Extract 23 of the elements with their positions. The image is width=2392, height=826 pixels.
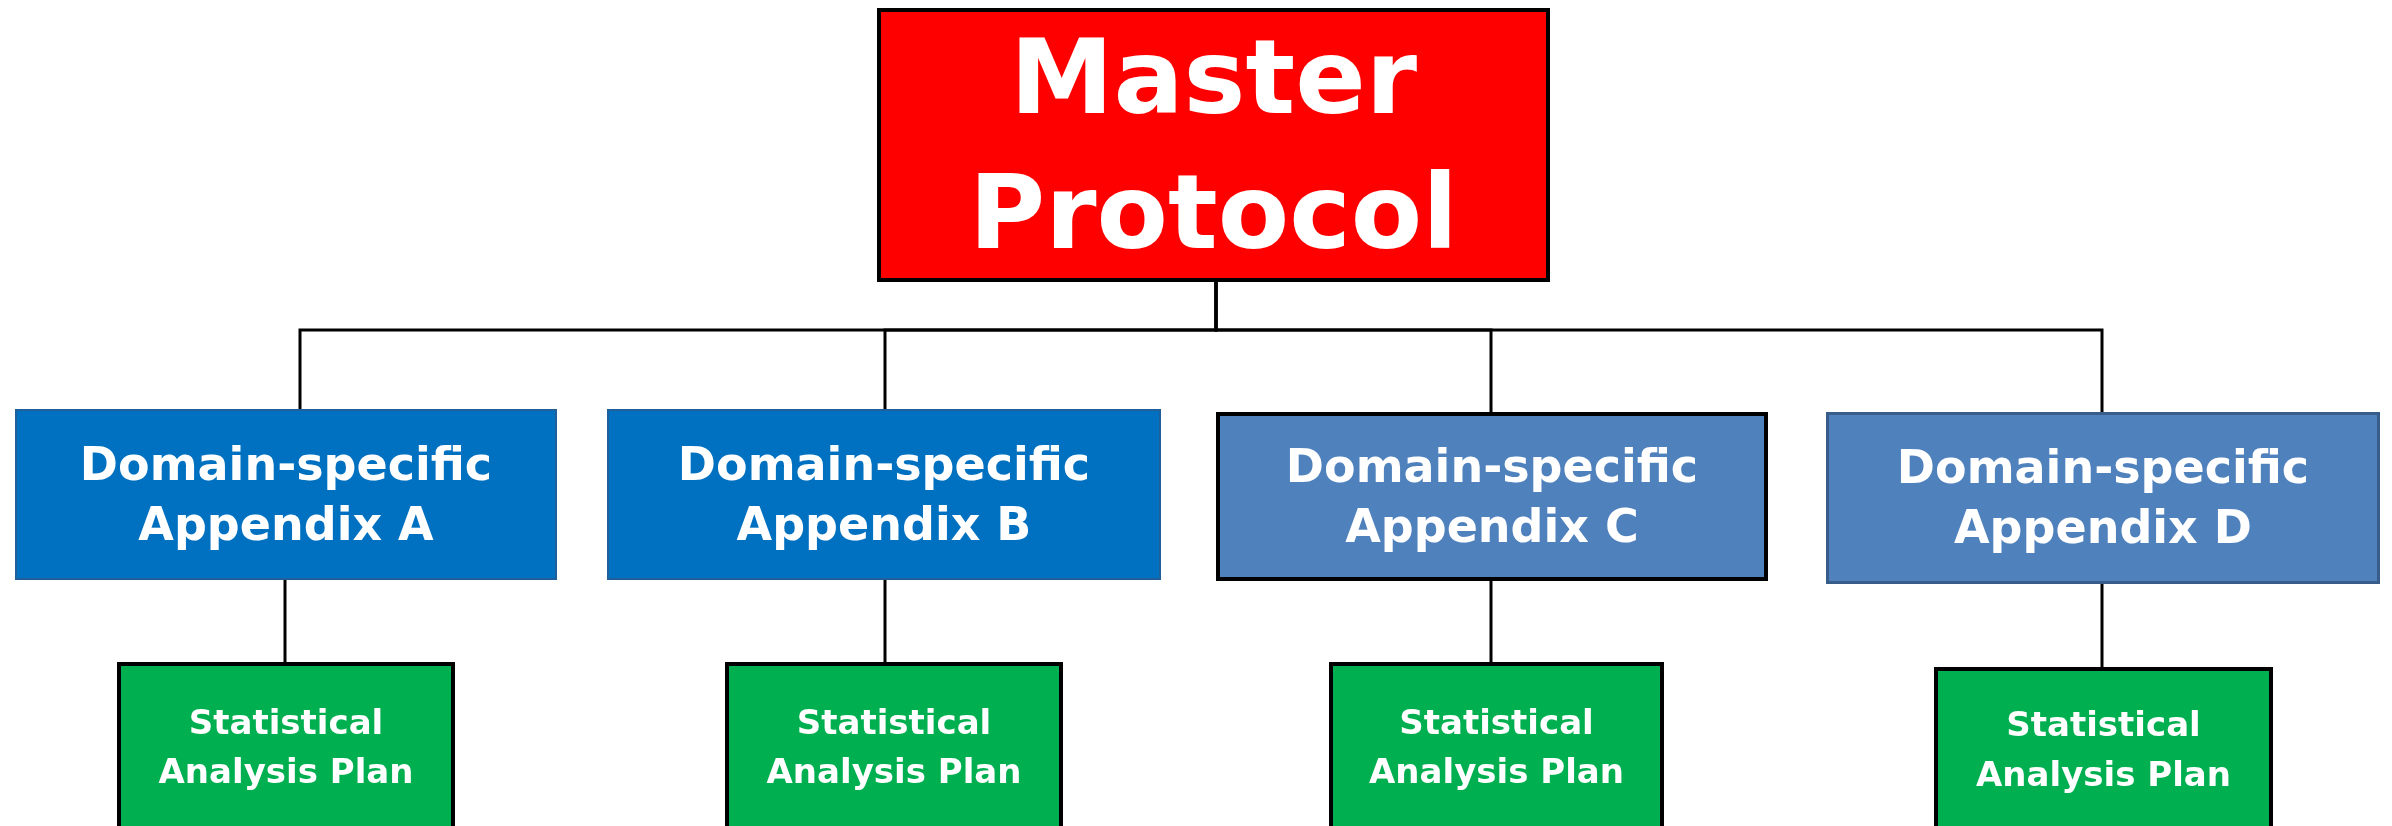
connector-line [1214,282,2104,412]
label-text: Statistical Analysis Plan [1368,700,1625,793]
connector-line [1489,581,1493,662]
label-text: Domain-specific Appendix A [78,435,494,553]
connector-line [283,580,287,662]
connector-line [883,580,887,662]
label-text: Statistical Analysis Plan [157,700,415,793]
label-text: Domain-specific Appendix B [676,435,1092,553]
plan-box [1329,662,1664,826]
title-text: Master Protocol [968,14,1459,275]
plan-box [1934,667,2273,826]
master-box [877,8,1550,282]
label-text: Statistical Analysis Plan [765,700,1023,793]
plan-box [117,662,455,826]
appendix-box [607,409,1161,580]
appendix-box [1826,412,2380,584]
appendix-box [1216,412,1768,581]
appendix-box [15,409,557,580]
label-text: Domain-specific Appendix C [1284,437,1700,555]
plan-box [725,662,1063,826]
label-text: Statistical Analysis Plan [1975,703,2232,796]
label-text: Domain-specific Appendix D [1895,439,2311,556]
connector-line [2100,584,2104,667]
